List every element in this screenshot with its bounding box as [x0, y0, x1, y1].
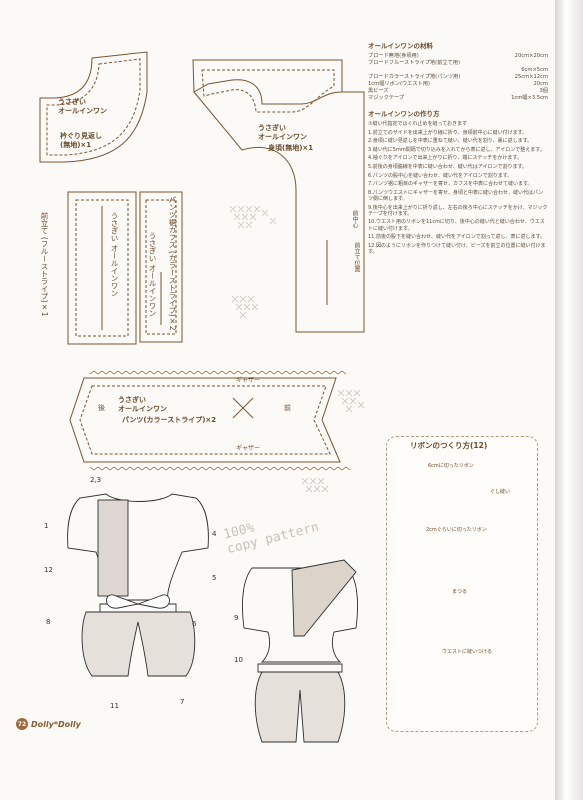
cuff-piece	[139, 191, 183, 343]
callout-number: 11	[110, 702, 119, 710]
cuff-name: うさぎい オールインワン	[148, 232, 157, 317]
pants-piece	[69, 377, 341, 463]
callout-number: 8	[46, 618, 51, 626]
instruction-step: 12.図のようにリボンを作りつけて縫い付け、ビーズを前立の位置に縫い付けます。	[368, 242, 546, 255]
pants-front-label: 前	[284, 404, 291, 412]
instruction-step: 10.ウエスト用のリボンを11cmに切り、後中心の縫い代と縫い合わせ、ウエストに…	[368, 219, 545, 232]
page-edge	[555, 0, 583, 800]
ribbon-step-label: ぐし縫い	[490, 489, 511, 495]
front-placket-name: うさぎい オールインワン	[110, 212, 119, 297]
bodice-part: 身頃(無地)×1	[268, 144, 314, 152]
cross-stitch-motifs	[229, 205, 365, 493]
material-row: 6cm×5cm	[521, 67, 548, 73]
material-row: ブロードフルーストライプ地(前立て用)	[368, 60, 460, 66]
callout-number: 7	[180, 698, 185, 706]
pants-part: パンツ(カラーストライプ)×2	[122, 416, 217, 424]
instruction-step: 2.身頃に縫い見返しを中表に重ねて縫い、縫い代を割り、裏に返します。	[368, 138, 533, 145]
gather-zigzag-top	[89, 370, 347, 375]
instruction-step: 1.前立てのサイドを出来上がり線に折り、身頃前中心に縫い付けます。	[368, 129, 528, 136]
instruction-step: 11.前後の股下を縫い合わせ、縫い代をアイロンで割って返し、表に返します。	[368, 234, 545, 241]
bodice-piece	[192, 59, 343, 105]
instructions-panel: オールインワンの材料 ブロード無地(身頃用)20cm×20cm ブロードフルース…	[368, 40, 548, 258]
callout-number: 1	[44, 522, 49, 530]
material-row: ブロードカラーストライプ地(パンツ用)25cm×12cm	[368, 74, 548, 80]
neck-facing-name: うさぎい オールインワン	[58, 98, 107, 115]
ribbon-step-label: まつる	[452, 589, 468, 595]
magazine-logo: 72 Dolly*Dolly	[16, 718, 81, 730]
neck-facing-piece	[39, 51, 148, 163]
bodice-side-label: 前立て位置	[353, 242, 360, 272]
ribbon-guide-title: リボンのつくり方(12)	[410, 441, 488, 450]
instruction-step: 9.後中心を出来上がりに折り返し、左右の後ろ中心にステッチをかけ、マジックテープ…	[368, 204, 548, 217]
ribbon-step-label: 2cmぐらいに切ったリボン	[426, 527, 487, 533]
callout-number: 10	[234, 656, 243, 664]
instruction-step: 7.パンツ裾に粗目のギャザーを寄せ、カフスを中表に合わせて縫います。	[368, 181, 533, 188]
pants-name: うさぎい オールインワン	[118, 396, 167, 413]
front-placket-inner	[75, 199, 129, 337]
neck-facing-part: 衿ぐり見返し (無地)×1	[60, 132, 102, 149]
pants-back-label: 後	[98, 404, 105, 412]
material-row: 1cm幅リボン(ウエスト用)20cm	[368, 81, 548, 87]
callout-number: 2,3	[90, 476, 102, 484]
neck-facing-seam	[46, 58, 141, 156]
callout-number: 6	[192, 620, 197, 628]
instruction-step: 3.縫い代に5mm間隔で切り込みを入れてから表に返し、アイロンで整えます。	[368, 146, 545, 153]
front-placket-piece	[67, 191, 137, 345]
instruction-step: 4.袖ぐりをアイロンで出来上がりに折り、端にステッチをかけます。	[368, 155, 522, 162]
callout-number: 5	[212, 574, 217, 582]
pattern-artwork	[39, 51, 513, 743]
cuff-part: パンツ裾カフス (カラーストライプ)×2	[168, 196, 177, 331]
front-placket-part: 前立て (フルーストライプ)×1	[40, 212, 49, 317]
back-illustration	[241, 559, 359, 743]
ribbon-guide-box	[386, 436, 538, 732]
pants-gather-bottom: ギャザー	[236, 445, 261, 452]
gather-zigzag-bottom	[89, 466, 351, 471]
material-row: ブロード無地(身頃用)20cm×20cm	[368, 53, 548, 59]
bodice-name: うさぎい オールインワン	[258, 124, 307, 141]
logo-text: Dolly*Dolly	[31, 719, 81, 729]
bodice-front-notch: 前中心	[351, 210, 358, 228]
instruction-step: 5.前後の身頃脇線を中表に縫い合わせ、縫い代はアイロンで割ります。	[368, 163, 528, 170]
page-number: 72	[16, 718, 28, 730]
pants-gather-top: ギャザー	[236, 377, 261, 384]
callout-number: 12	[44, 566, 53, 574]
front-illustration	[67, 493, 209, 677]
materials-title: オールインワンの材料	[368, 42, 433, 50]
bodice-piece-lower	[193, 91, 365, 333]
instructions-title: オールインワンの作り方	[368, 110, 440, 118]
ribbon-step-label: ウエストに縫いつける	[442, 649, 493, 655]
callout-number: 4	[212, 530, 217, 538]
ribbon-step-label: 6cmに切ったリボン	[428, 463, 474, 469]
instruction-step: 6.パンツの股中心を縫い合わせ、縫い代をアイロンで割ります。	[368, 172, 513, 179]
instruction-step: ①縫い代指定ではぐれ止めを縫っておきます	[368, 121, 468, 127]
callout-number: 9	[234, 614, 239, 622]
instruction-step: 8.パンツウエストにギャザーを寄せ、身頃と中表に縫い合わせ、縫い代はパンツ側に倒…	[368, 189, 544, 202]
